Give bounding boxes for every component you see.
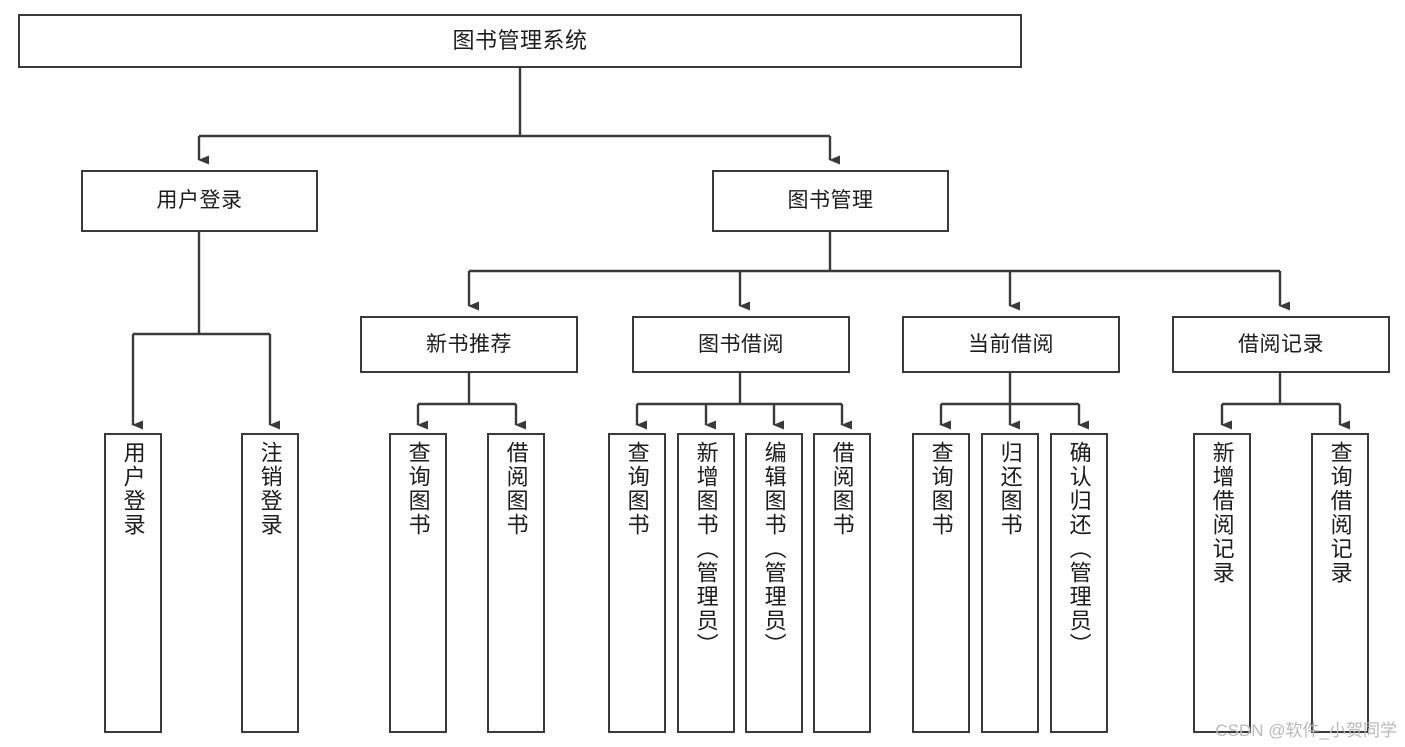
node-book-borrow-label: 图书借阅 [698, 332, 784, 356]
node-leaf-borrow-book-2-label: 借阅图书 [829, 441, 855, 537]
node-leaf-user-login[interactable]: 用户登录 [104, 433, 162, 733]
node-leaf-query-record[interactable]: 查询借阅记录 [1311, 433, 1369, 733]
node-leaf-logout-login-label: 注销登录 [257, 441, 283, 537]
node-leaf-query-book-1[interactable]: 查询图书 [389, 433, 447, 733]
node-leaf-confirm-return[interactable]: 确认归还（管理员） [1050, 433, 1108, 733]
node-leaf-query-book-3[interactable]: 查询图书 [912, 433, 970, 733]
node-leaf-user-login-label: 用户登录 [120, 441, 146, 537]
node-new-book-recommend[interactable]: 新书推荐 [360, 316, 578, 373]
node-borrow-record-label: 借阅记录 [1238, 332, 1324, 356]
node-current-borrow-label: 当前借阅 [968, 332, 1054, 356]
node-leaf-query-book-1-label: 查询图书 [405, 441, 431, 537]
node-leaf-query-record-label: 查询借阅记录 [1327, 441, 1353, 585]
node-leaf-return-book-label: 归还图书 [997, 441, 1023, 537]
node-user-login-label: 用户登录 [156, 189, 243, 213]
node-new-book-recommend-label: 新书推荐 [426, 332, 512, 356]
watermark-text: CSDN @软件_小贺同学 [1215, 721, 1397, 740]
node-root-label: 图书管理系统 [452, 27, 588, 53]
node-leaf-add-book-label: 新增图书（管理员） [693, 441, 719, 657]
node-user-login[interactable]: 用户登录 [81, 170, 318, 232]
node-leaf-borrow-book-1-label: 借阅图书 [503, 441, 529, 537]
node-leaf-query-book-2-label: 查询图书 [624, 441, 650, 537]
node-leaf-edit-book-label: 编辑图书（管理员） [761, 441, 787, 657]
node-leaf-borrow-book-2[interactable]: 借阅图书 [813, 433, 871, 733]
node-leaf-edit-book[interactable]: 编辑图书（管理员） [745, 433, 803, 733]
node-leaf-add-record-label: 新增借阅记录 [1209, 441, 1235, 585]
node-book-management-label: 图书管理 [787, 189, 874, 213]
node-root[interactable]: 图书管理系统 [18, 14, 1022, 68]
node-book-management[interactable]: 图书管理 [712, 170, 949, 232]
node-leaf-return-book[interactable]: 归还图书 [981, 433, 1039, 733]
node-leaf-add-record[interactable]: 新增借阅记录 [1193, 433, 1251, 733]
node-leaf-query-book-3-label: 查询图书 [928, 441, 954, 537]
node-leaf-logout-login[interactable]: 注销登录 [241, 433, 299, 733]
node-leaf-borrow-book-1[interactable]: 借阅图书 [487, 433, 545, 733]
node-current-borrow[interactable]: 当前借阅 [902, 316, 1120, 373]
node-leaf-query-book-2[interactable]: 查询图书 [608, 433, 666, 733]
node-borrow-record[interactable]: 借阅记录 [1172, 316, 1390, 373]
node-book-borrow[interactable]: 图书借阅 [632, 316, 850, 373]
node-leaf-confirm-return-label: 确认归还（管理员） [1066, 441, 1092, 657]
node-leaf-add-book[interactable]: 新增图书（管理员） [677, 433, 735, 733]
